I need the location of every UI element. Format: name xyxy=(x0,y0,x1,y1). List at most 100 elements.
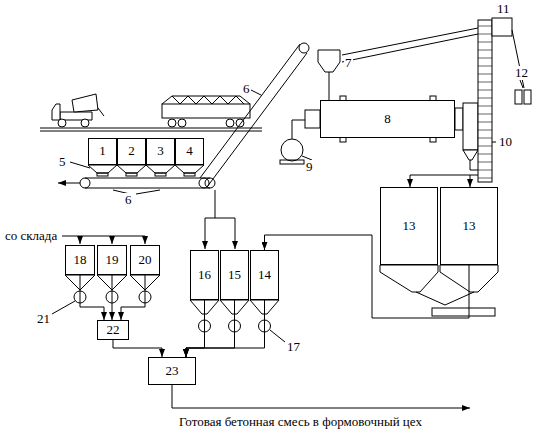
dosing-bin: 15 xyxy=(220,250,249,300)
elevator-bucket xyxy=(478,146,492,147)
flow-connector xyxy=(113,340,162,357)
feed-line xyxy=(410,175,478,176)
bunker: 3 xyxy=(146,138,175,165)
elevator-bucket xyxy=(478,58,492,59)
bucket-elevator xyxy=(478,20,492,182)
elevator-bucket xyxy=(478,178,492,179)
rail-track xyxy=(40,128,262,129)
node-number: 1 xyxy=(99,144,106,158)
feed-line xyxy=(205,190,235,218)
callout-number: 7 xyxy=(344,56,353,70)
storage-bin: 20 xyxy=(130,245,160,275)
elevator-bucket xyxy=(478,90,492,91)
drum-dryer: 8 xyxy=(320,100,455,138)
flow-connector xyxy=(80,275,104,320)
silo: 13 xyxy=(380,187,438,265)
callout-number: 17 xyxy=(286,340,301,354)
elevator-bucket xyxy=(478,162,492,163)
dosing-bin: 14 xyxy=(250,250,279,300)
silo-cone xyxy=(380,265,498,316)
elevator-bucket xyxy=(478,34,492,35)
elevator-buckets xyxy=(478,26,492,178)
feed-hopper xyxy=(318,50,340,72)
node-number: 23 xyxy=(166,364,179,378)
drum-dryer-parts xyxy=(305,96,478,170)
flow-arrow xyxy=(145,236,146,244)
node-number: 20 xyxy=(139,253,152,267)
flow-note: Готовая бетонная смесь в формовочный цех xyxy=(178,415,423,429)
node-number: 2 xyxy=(128,144,135,158)
fan xyxy=(280,120,305,164)
rail-track xyxy=(40,131,262,132)
concrete-mixer: 23 xyxy=(148,357,196,385)
flow-arrow xyxy=(112,236,113,244)
dump-truck xyxy=(52,94,104,127)
node-number: 8 xyxy=(384,112,391,126)
node-number: 19 xyxy=(106,253,119,267)
dosing-bin: 16 xyxy=(190,250,219,300)
belt-conveyor xyxy=(80,178,215,188)
callout-number: 6 xyxy=(242,82,251,96)
cyclone xyxy=(492,18,512,36)
node-number: 13 xyxy=(403,219,416,233)
flow-arrow xyxy=(205,218,206,249)
elevator-bucket xyxy=(478,154,492,155)
bunker: 2 xyxy=(117,138,146,165)
node-number: 16 xyxy=(198,268,211,282)
storage-bin: 19 xyxy=(97,245,127,275)
elevator-bucket xyxy=(478,138,492,139)
bunker: 1 xyxy=(88,138,117,165)
elevator-bucket xyxy=(478,26,492,27)
callout-number: 12 xyxy=(514,66,529,80)
flow-arrow xyxy=(410,175,411,187)
leader-line xyxy=(52,80,523,342)
bag-filter xyxy=(524,90,531,104)
elevator-bucket xyxy=(478,42,492,43)
callout-number: 5 xyxy=(58,155,67,169)
flow-arrow xyxy=(235,218,236,249)
flow-connector xyxy=(186,300,265,357)
dust-duct xyxy=(342,34,478,62)
elevator-bucket xyxy=(478,170,492,171)
elevator-bucket xyxy=(478,130,492,131)
node-number: 3 xyxy=(157,144,164,158)
flow-connector xyxy=(121,275,145,320)
bunker: 4 xyxy=(175,138,204,165)
node-number: 4 xyxy=(186,144,193,158)
elevator-bucket xyxy=(478,114,492,115)
elevator-bucket xyxy=(478,98,492,99)
rail-wagon xyxy=(162,96,250,127)
node-number: 18 xyxy=(74,253,87,267)
feed-line xyxy=(62,236,145,237)
feed-chute xyxy=(329,72,330,100)
storage-bin: 18 xyxy=(65,245,95,275)
node-number: 15 xyxy=(228,268,241,282)
mixer-box: 22 xyxy=(97,320,129,340)
callout-number: 9 xyxy=(305,160,314,174)
output-line xyxy=(172,385,470,408)
elevator-bucket xyxy=(478,106,492,107)
silo: 13 xyxy=(440,187,498,265)
flow-arrow xyxy=(80,236,81,244)
elevator-bucket xyxy=(478,66,492,67)
node-number: 14 xyxy=(258,268,271,282)
flow-connector xyxy=(112,275,113,320)
node-number: 22 xyxy=(107,323,120,337)
elevator-bucket xyxy=(478,122,492,123)
callout-number: 10 xyxy=(498,135,513,149)
flow-arrow xyxy=(58,183,80,184)
callout-number: 11 xyxy=(496,2,511,16)
bag-filter xyxy=(515,90,522,104)
elevator-bucket xyxy=(478,50,492,51)
flow-arrow xyxy=(470,175,471,187)
flow-note: со склада xyxy=(4,229,58,243)
dust-duct xyxy=(342,28,478,55)
elevator-bucket xyxy=(478,82,492,83)
incline-conveyor xyxy=(199,43,309,188)
bunker-hopper xyxy=(88,165,204,176)
elevator-bucket xyxy=(478,74,492,75)
node-number: 13 xyxy=(463,219,476,233)
flow-connector xyxy=(265,235,470,318)
callout-number: 21 xyxy=(36,312,51,326)
